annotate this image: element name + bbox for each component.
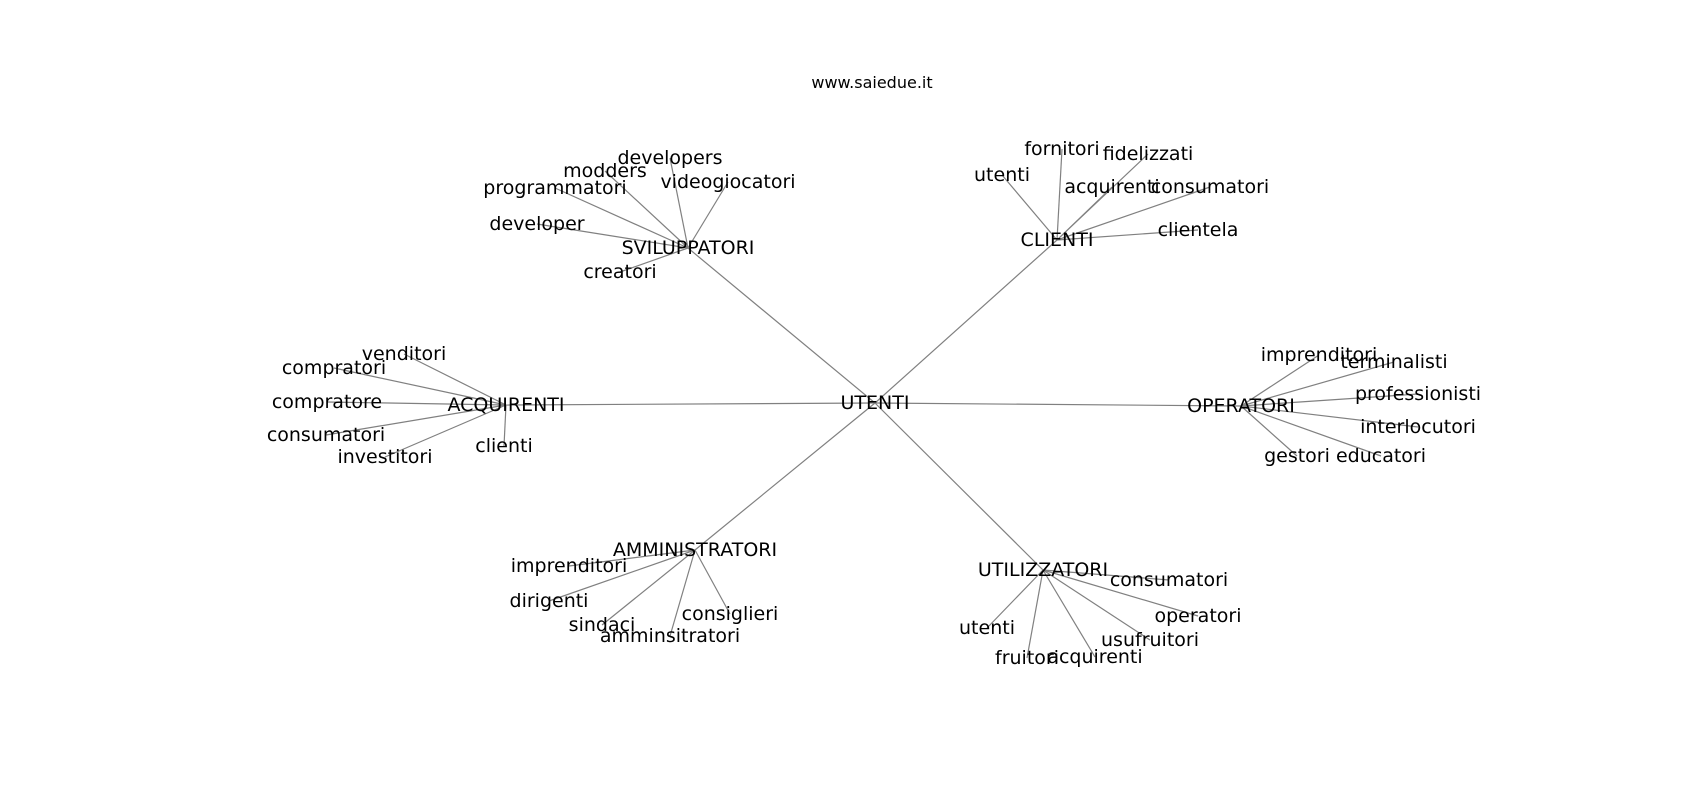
edge-center-to-hub	[874, 402, 1242, 407]
hub-node-label: OPERATORI	[1187, 395, 1295, 417]
edge-hub-to-leaf	[503, 404, 507, 447]
leaf-node-label: terminalisti	[1340, 351, 1447, 373]
leaf-node-label: consiglieri	[682, 603, 779, 625]
leaf-node-label: sindaci	[569, 614, 636, 636]
edge-center-to-hub	[687, 247, 876, 404]
edge-hub-to-leaf	[1240, 361, 1395, 407]
edge-hub-to-leaf	[568, 549, 696, 567]
leaf-node-label: utenti	[959, 617, 1015, 639]
edge-hub-to-leaf	[604, 170, 689, 249]
edge-hub-to-leaf	[1042, 569, 1151, 641]
edge-hub-to-leaf	[333, 367, 507, 406]
leaf-node-label: developer	[489, 213, 584, 235]
leaf-node-label: imprenditori	[1261, 344, 1377, 366]
edge-hub-to-leaf	[1001, 174, 1058, 241]
leaf-node-label: modders	[563, 160, 647, 182]
leaf-node-label: educatori	[1336, 445, 1426, 467]
leaf-node-label: compratori	[282, 357, 386, 379]
edge-hub-to-leaf	[1042, 569, 1199, 617]
edge-hub-to-leaf	[1240, 405, 1298, 457]
leaf-node-label: clienti	[475, 435, 532, 457]
edge-hub-to-leaf	[1240, 354, 1320, 407]
edge-hub-to-leaf	[1042, 569, 1170, 581]
leaf-node-label: programmatori	[483, 177, 626, 199]
leaf-node-label: fornitori	[1024, 138, 1099, 160]
edge-hub-to-leaf	[986, 569, 1044, 629]
edge-hub-to-leaf	[384, 404, 507, 458]
edge-hub-to-leaf	[669, 157, 689, 249]
leaf-node-label: dirigenti	[510, 590, 589, 612]
hub-node-label: ACQUIRENTI	[447, 394, 564, 416]
hub-node-label: UTILIZZATORI	[978, 559, 1108, 581]
hub-node-label: AMMINISTRATORI	[613, 539, 777, 561]
edge-hub-to-leaf	[1240, 405, 1382, 457]
edge-center-to-hub	[505, 402, 876, 406]
leaf-node-label: utenti	[974, 164, 1030, 186]
edge-hub-to-leaf	[1026, 569, 1044, 659]
leaf-node-label: developers	[617, 147, 722, 169]
leaf-node-label: fidelizzati	[1103, 143, 1194, 165]
hub-node-label: CLIENTI	[1021, 229, 1094, 251]
edge-hub-to-leaf	[326, 401, 507, 406]
leaf-node-label: interlocutori	[1360, 416, 1476, 438]
center-node-label: UTENTI	[841, 392, 910, 414]
edge-hub-to-leaf	[619, 247, 689, 273]
leaf-node-label: consumatori	[267, 424, 385, 446]
edge-center-to-hub	[874, 402, 1044, 571]
leaf-node-label: videogiocatori	[660, 171, 795, 193]
edge-hub-to-leaf	[1056, 186, 1211, 241]
leaf-node-label: gestori	[1264, 445, 1330, 467]
leaf-node-label: operatori	[1155, 605, 1242, 627]
edge-hub-to-leaf	[1240, 393, 1419, 407]
leaf-node-label: compratore	[272, 391, 382, 413]
leaf-node-label: clientela	[1158, 219, 1239, 241]
leaf-node-label: consumatori	[1110, 569, 1228, 591]
leaf-node-label: amminsitratori	[600, 625, 740, 647]
leaf-node-label: fruitori	[995, 647, 1059, 669]
edge-hub-to-leaf	[669, 549, 696, 637]
edge-hub-to-leaf	[1056, 148, 1063, 241]
edges-layer	[325, 148, 1419, 659]
edge-hub-to-leaf	[1240, 405, 1419, 428]
edge-center-to-hub	[874, 239, 1058, 404]
leaf-node-label: acquirenti	[1047, 646, 1142, 668]
edge-hub-to-leaf	[554, 187, 689, 249]
hub-node-label: SVILUPPATORI	[622, 237, 755, 259]
edge-hub-to-leaf	[325, 404, 507, 436]
edge-hub-to-leaf	[601, 549, 696, 626]
labels-layer: UTENTI SVILUPPATORI developersmoddersprogr…	[267, 138, 1481, 669]
edge-center-to-hub	[694, 402, 876, 551]
leaf-node-label: venditori	[362, 343, 446, 365]
leaf-node-label: usufruitori	[1101, 629, 1199, 651]
leaf-node-label: acquirenti	[1064, 176, 1159, 198]
leaf-node-label: consumatori	[1151, 176, 1269, 198]
edge-hub-to-leaf	[1056, 229, 1199, 241]
leaf-node-label: creatori	[583, 261, 656, 283]
site-credit: www.saiedue.it	[811, 73, 932, 92]
leaf-node-label: investitori	[337, 446, 432, 468]
edge-hub-to-leaf	[1056, 186, 1113, 241]
edge-hub-to-leaf	[687, 181, 729, 249]
edge-hub-to-leaf	[694, 549, 731, 615]
edge-hub-to-leaf	[403, 353, 507, 406]
leaf-node-label: professionisti	[1355, 383, 1481, 405]
edge-hub-to-leaf	[548, 549, 696, 602]
leaf-node-label: imprenditori	[511, 555, 627, 577]
edge-hub-to-leaf	[536, 223, 689, 249]
edge-hub-to-leaf	[1042, 569, 1096, 658]
